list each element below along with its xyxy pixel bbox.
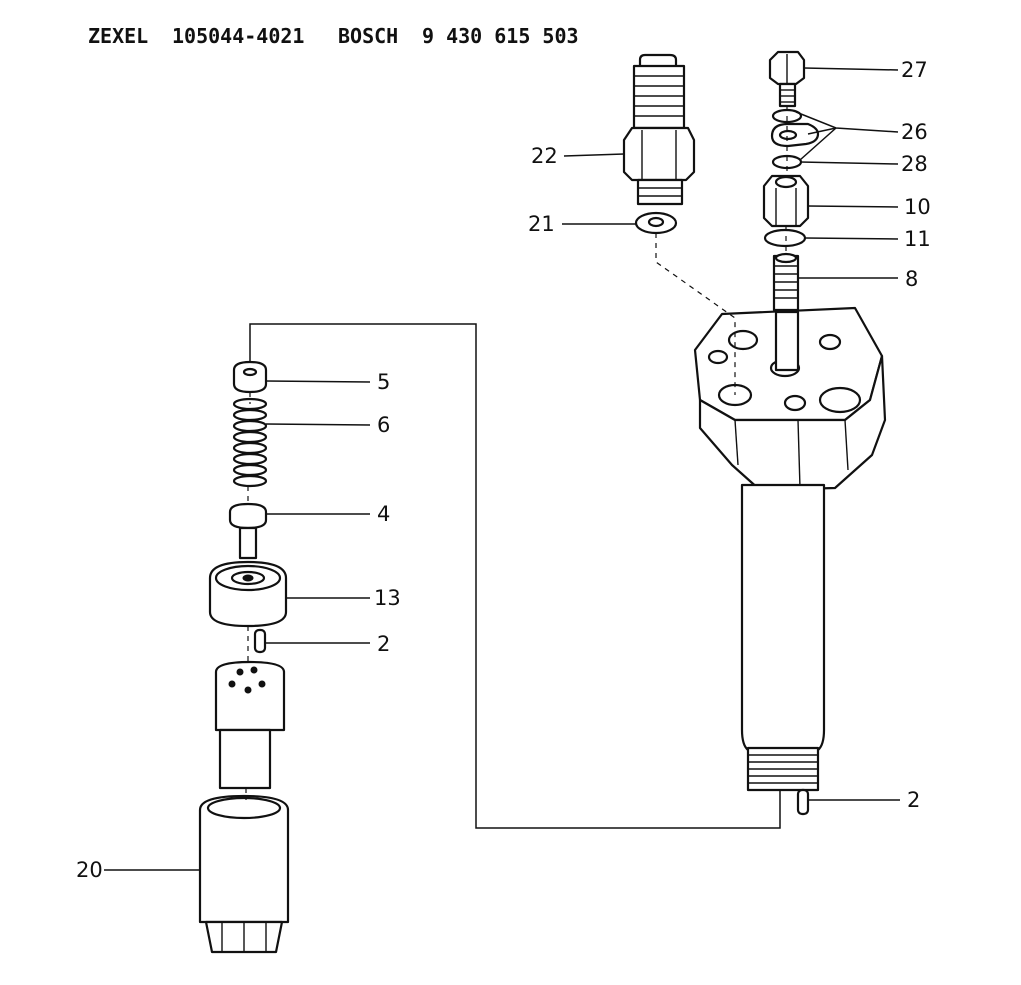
callout-20: 20 (76, 858, 103, 882)
header-part-number-zexel: 105044-4021 (172, 24, 304, 48)
callout-2-right: 2 (907, 788, 920, 812)
callout-21: 21 (528, 212, 555, 236)
callout-22: 22 (531, 144, 558, 168)
callout-6: 6 (377, 413, 390, 437)
spring-seat (232, 360, 268, 394)
header-brand-zexel: ZEXEL (88, 24, 148, 48)
callout-5: 5 (377, 370, 390, 394)
callouts: 27 26 28 22 10 21 11 8 5 6 4 13 2 2 20 (76, 58, 931, 882)
callout-8: 8 (905, 267, 918, 291)
callout-2-left: 2 (377, 632, 390, 656)
intermediate-piece (208, 560, 288, 628)
nozzle-retaining-nut (198, 794, 290, 954)
pressure-pin (228, 502, 268, 560)
injection-nozzle (214, 660, 286, 790)
callout-13: 13 (374, 586, 401, 610)
callout-26: 26 (901, 120, 928, 144)
leader-lines (104, 67, 900, 871)
dowel-pin-right (796, 788, 810, 816)
inlet-connector (622, 53, 696, 206)
callout-10: 10 (904, 195, 931, 219)
o-ring (763, 228, 807, 248)
nozzle-holder-body (693, 306, 887, 792)
pressure-spring (232, 397, 268, 488)
cap-nut (762, 174, 810, 228)
callout-28: 28 (901, 152, 928, 176)
callout-4: 4 (377, 502, 390, 526)
assembly-linkage (245, 106, 788, 829)
callout-27: 27 (901, 58, 928, 82)
leak-off-bolt (768, 50, 806, 108)
header-brand-bosch: BOSCH (338, 24, 398, 48)
header-part-number-bosch: 9 430 615 503 (422, 24, 579, 48)
dowel-pin-left (253, 628, 267, 654)
adjusting-screw (772, 252, 800, 312)
header: ZEXEL 105044-4021 BOSCH 9 430 615 503 (88, 24, 579, 48)
sealing-rings (770, 108, 820, 170)
washer-21 (634, 211, 678, 235)
callout-11: 11 (904, 227, 931, 251)
